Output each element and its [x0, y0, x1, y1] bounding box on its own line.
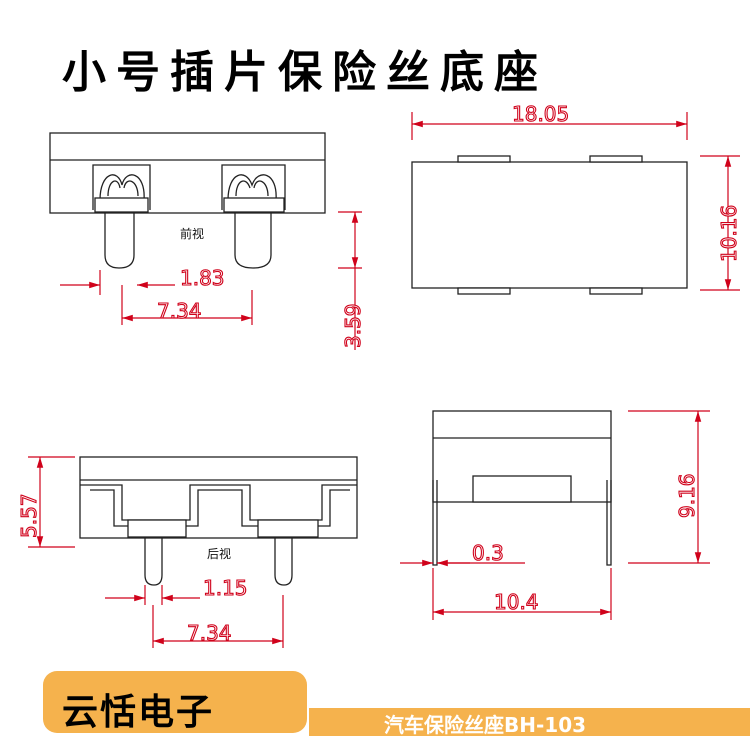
top-view	[411, 155, 688, 295]
front-view-label: 前视	[180, 226, 204, 241]
rear-dimension-lines	[28, 456, 284, 648]
brand-box	[43, 671, 307, 733]
dim-top-length: 18.05	[512, 102, 569, 126]
dim-front-pin-width: 1.83	[180, 266, 225, 290]
dim-side-pin-thickness: 0.3	[472, 541, 504, 565]
top-dimension-lines	[411, 112, 740, 291]
page-title: 小号插片保险丝底座	[62, 47, 548, 98]
front-dimension-lines	[60, 211, 362, 350]
dim-front-pin-pitch: 7.34	[157, 299, 202, 323]
side-dimension-lines	[400, 410, 710, 620]
dim-top-width: 10.16	[717, 205, 741, 262]
dim-rear-pin-pitch: 7.34	[187, 621, 232, 645]
front-view	[49, 132, 326, 269]
side-view	[432, 410, 612, 566]
product-name: 汽车保险丝座BH-103	[384, 713, 587, 737]
product-bar	[309, 708, 750, 736]
dim-rear-pin-width: 1.15	[203, 576, 248, 600]
brand-name: 云恬电子	[62, 692, 215, 733]
dim-rear-height: 5.57	[17, 493, 41, 538]
dim-front-pin-length: 3.59	[341, 303, 365, 348]
dim-side-width: 10.4	[494, 590, 539, 614]
rear-view-label: 后视	[207, 546, 231, 561]
rear-view	[79, 456, 358, 586]
dim-side-height: 9.16	[675, 473, 699, 518]
